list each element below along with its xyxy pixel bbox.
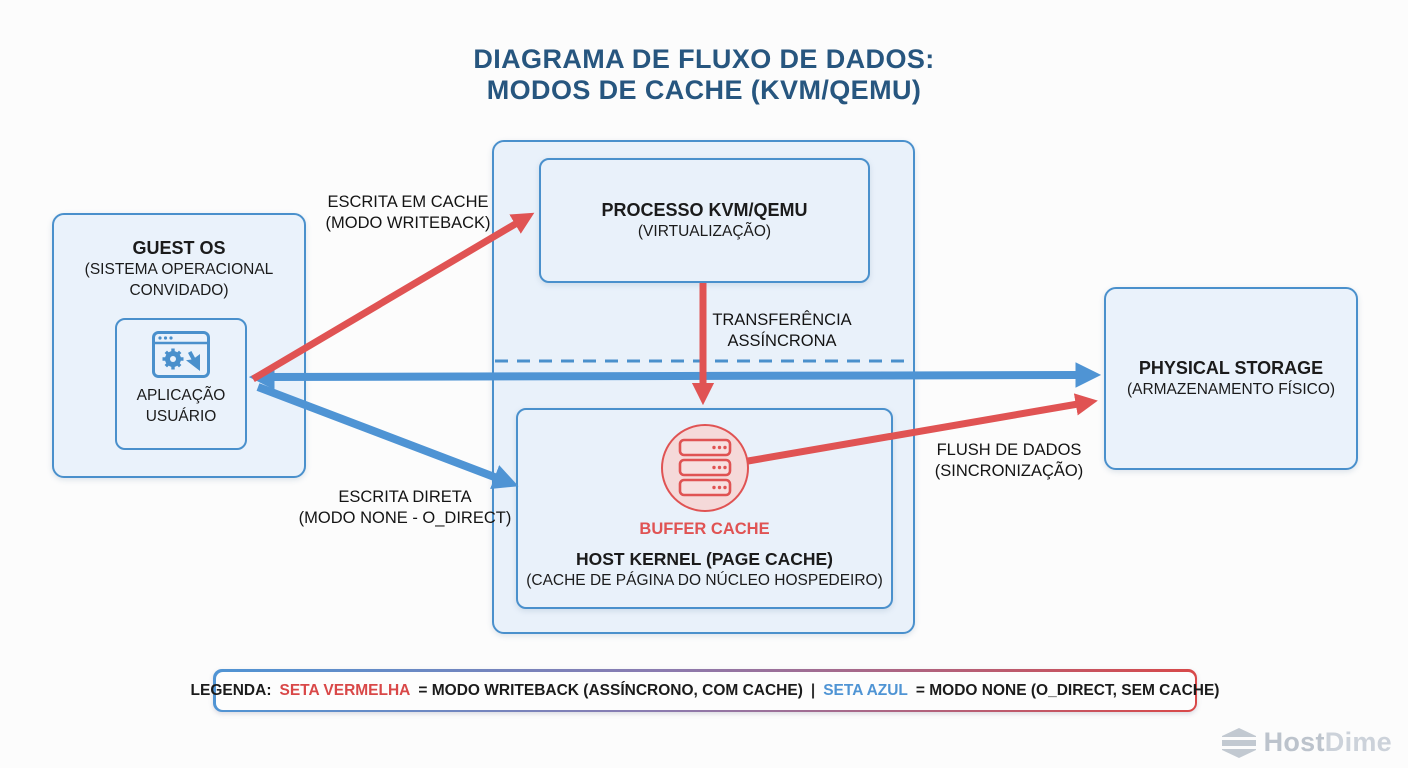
direct-label-line2: (MODO NONE - O_DIRECT) bbox=[298, 508, 512, 527]
guest-os-title: GUEST OS bbox=[132, 238, 226, 258]
hostdime-watermark: HostDime bbox=[1221, 727, 1392, 758]
physical-storage-node: PHYSICAL STORAGE (ARMAZENAMENTO FÍSICO) bbox=[1104, 287, 1358, 470]
hostdime-wordmark: HostDime bbox=[1264, 727, 1392, 758]
legend-red-desc: = MODO WRITEBACK (ASSÍNCRONO, COM CACHE) bbox=[418, 681, 803, 699]
page-title-line2: MODOS DE CACHE (KVM/QEMU) bbox=[486, 75, 922, 105]
kvm-process-subtitle: (VIRTUALIZAÇÃO) bbox=[637, 223, 772, 240]
writeback-label-line1: ESCRITA EM CACHE bbox=[327, 193, 489, 211]
page-title-line1: DIAGRAMA DE FLUXO DE DADOS: bbox=[473, 44, 935, 74]
user-app-label-line1: APLICAÇÃO bbox=[136, 387, 226, 404]
legend-separator: | bbox=[810, 681, 816, 699]
flush-label-line2: (SINCRONIZAÇÃO) bbox=[934, 461, 1084, 480]
legend-prefix: LEGENDA: bbox=[190, 681, 272, 699]
buffer-cache-badge bbox=[661, 424, 749, 512]
host-kernel-node: BUFFER CACHE HOST KERNEL (PAGE CACHE) (C… bbox=[516, 408, 893, 609]
legend-blue-label: SETA AZUL bbox=[823, 681, 908, 699]
guest-os-node: GUEST OS (SISTEMA OPERACIONAL CONVIDADO) bbox=[52, 213, 306, 478]
async-label-line1: TRANSFERÊNCIA bbox=[712, 311, 852, 329]
physical-storage-subtitle: (ARMAZENAMENTO FÍSICO) bbox=[1126, 381, 1336, 398]
legend-red-label: SETA VERMELHA bbox=[279, 681, 411, 699]
gear-icon bbox=[162, 348, 184, 370]
async-transfer-arrow-label: TRANSFERÊNCIA ASSÍNCRONA bbox=[692, 310, 872, 351]
legend-box: LEGENDA: SETA VERMELHA = MODO WRITEBACK … bbox=[191, 669, 1219, 712]
writeback-arrow-label: ESCRITA EM CACHE (MODO WRITEBACK) bbox=[268, 192, 548, 233]
flush-label-line1: FLUSH DE DADOS bbox=[936, 441, 1082, 459]
buffer-cache-label: BUFFER CACHE bbox=[639, 520, 770, 538]
physical-storage-title: PHYSICAL STORAGE bbox=[1138, 358, 1324, 378]
guest-os-header: GUEST OS (SISTEMA OPERACIONAL CONVIDADO) bbox=[54, 215, 304, 301]
host-kernel-text: HOST KERNEL (PAGE CACHE) (CACHE DE PÁGIN… bbox=[518, 548, 891, 591]
host-kernel-subtitle: (CACHE DE PÁGINA DO NÚCLEO HOSPEDEIRO) bbox=[526, 572, 883, 589]
user-app-node: APLICAÇÃO USUÁRIO bbox=[115, 318, 247, 450]
hexagon-stack-icon bbox=[1221, 727, 1256, 758]
user-app-label-line2: USUÁRIO bbox=[145, 408, 217, 425]
user-app-label: APLICAÇÃO USUÁRIO bbox=[117, 385, 245, 427]
wordmark-host: Host bbox=[1263, 727, 1325, 757]
flush-arrow-label: FLUSH DE DADOS (SINCRONIZAÇÃO) bbox=[889, 440, 1129, 481]
direct-write-arrow-label: ESCRITA DIRETA (MODO NONE - O_DIRECT) bbox=[255, 487, 555, 528]
page-title: DIAGRAMA DE FLUXO DE DADOS: MODOS DE CAC… bbox=[0, 44, 1408, 106]
async-label-line2: ASSÍNCRONA bbox=[727, 331, 837, 350]
kvm-process-title: PROCESSO KVM/QEMU bbox=[601, 200, 808, 220]
legend-blue-desc: = MODO NONE (O_DIRECT, SEM CACHE) bbox=[915, 681, 1220, 699]
wordmark-dime: Dime bbox=[1324, 727, 1392, 757]
server-stack-icon bbox=[678, 438, 732, 497]
direct-label-line1: ESCRITA DIRETA bbox=[338, 488, 472, 506]
writeback-label-line2: (MODO WRITEBACK) bbox=[325, 213, 491, 232]
host-kernel-title: HOST KERNEL (PAGE CACHE) bbox=[575, 549, 833, 569]
guest-os-subtitle: (SISTEMA OPERACIONAL CONVIDADO) bbox=[84, 261, 274, 299]
browser-gear-cursor-icon bbox=[152, 331, 210, 378]
kvm-process-node: PROCESSO KVM/QEMU (VIRTUALIZAÇÃO) bbox=[539, 158, 870, 283]
legend-text: LEGENDA: SETA VERMELHA = MODO WRITEBACK … bbox=[191, 671, 1219, 710]
cursor-icon bbox=[186, 351, 200, 371]
